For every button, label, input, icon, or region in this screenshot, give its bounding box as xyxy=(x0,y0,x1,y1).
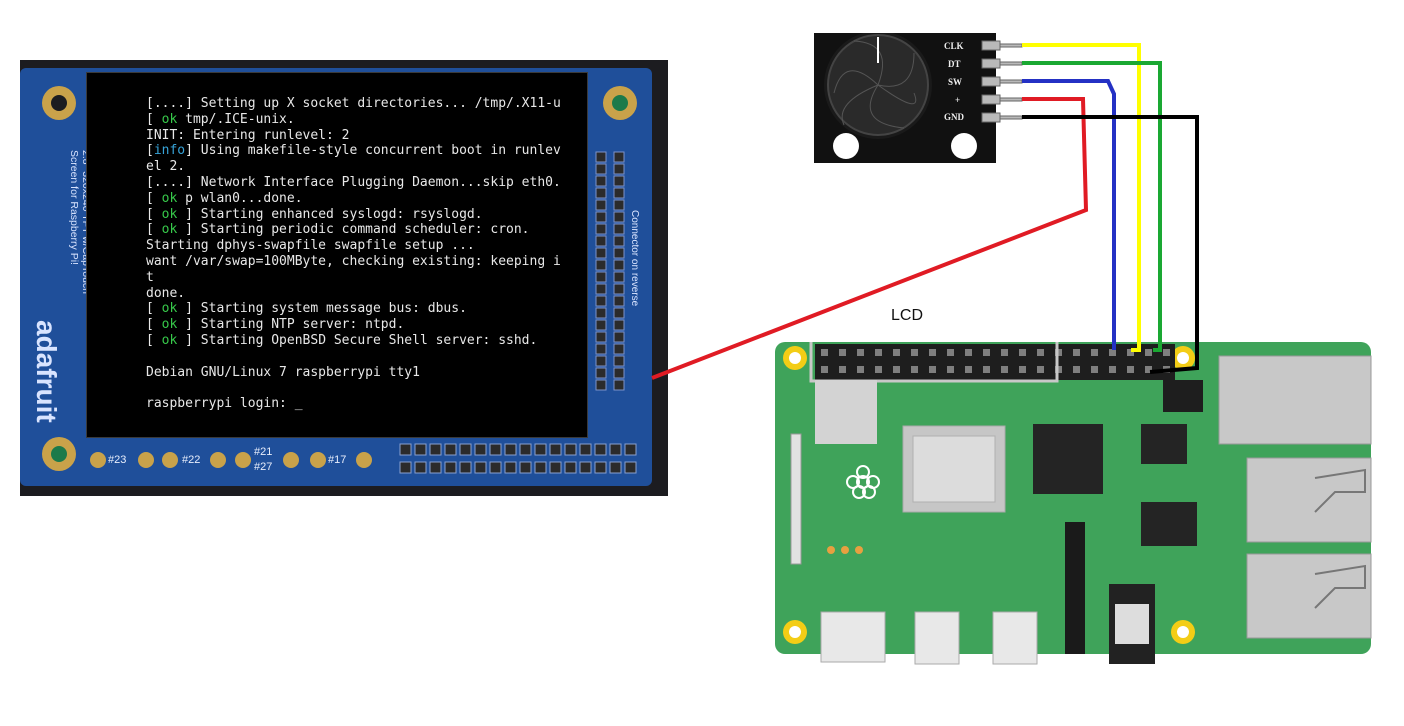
gpio-label-21: #21 xyxy=(254,446,273,458)
console-text: [....] Setting up X socket directories..… xyxy=(146,96,561,111)
encoder-pin-sw-label: SW xyxy=(948,77,963,87)
boot-console-text: [....] Setting up X socket directories..… xyxy=(146,96,586,412)
gpio-pad-21b xyxy=(283,452,299,468)
console-line: el 2. xyxy=(146,159,586,175)
console-text: Debian GNU/Linux 7 raspberrypi tty1 xyxy=(146,364,420,380)
console-text: [ xyxy=(146,317,162,333)
mounting-hole-top-left-inner xyxy=(51,95,67,111)
console-text: t xyxy=(146,269,154,285)
status-ok: ok xyxy=(161,190,178,206)
console-text: tmp/.ICE-unix. xyxy=(177,111,295,127)
console-text: [ xyxy=(146,111,162,127)
console-text: ] Starting OpenBSD Secure Shell server: … xyxy=(177,332,538,348)
console-text: ] Starting enhanced syslogd: rsyslogd. xyxy=(177,206,483,222)
wire-sw-blue xyxy=(1022,79,1116,350)
console-line: Debian GNU/Linux 7 raspberrypi tty1 xyxy=(146,365,586,381)
encoder-pin-gnd-label: GND xyxy=(944,112,964,122)
rotary-encoder-graphic xyxy=(824,33,1023,159)
console-line: [....] Network Interface Plugging Daemon… xyxy=(146,175,586,191)
lcd-header-label: LCD xyxy=(891,307,924,324)
encoder-pin-clk-label: CLK xyxy=(944,41,964,51)
gpio-pad-22b xyxy=(210,452,226,468)
console-line: want /var/swap=100MByte, checking existi… xyxy=(146,254,586,270)
gpio-pad-17b xyxy=(356,452,372,468)
console-text: raspberrypi login: _ xyxy=(146,396,303,412)
gpio-label-17: #17 xyxy=(328,454,347,466)
console-text: [ xyxy=(146,143,154,159)
console-text: want /var/swap=100MByte, checking existi… xyxy=(146,253,561,269)
console-text: p wlan0...done. xyxy=(177,190,303,206)
console-text: [ xyxy=(146,301,162,317)
status-ok: ok xyxy=(161,301,178,317)
console-line: [ ok ] Starting periodic command schedul… xyxy=(146,222,586,238)
console-line: [ ok tmp/.ICE-unix. xyxy=(146,112,586,128)
status-info: info xyxy=(153,143,186,159)
console-line: [....] Setting up X socket directories..… xyxy=(146,96,586,112)
wire-gnd-black xyxy=(1022,115,1199,374)
wire-clk-yellow xyxy=(1022,43,1141,352)
lcd-header-pins xyxy=(595,151,625,391)
console-line: [ ok p wlan0...done. xyxy=(146,191,586,207)
console-line: [ ok ] Starting system message bus: dbus… xyxy=(146,301,586,317)
console-line: Starting dphys-swapfile swapfile setup .… xyxy=(146,238,586,254)
status-ok: ok xyxy=(161,222,178,238)
console-text: ] Starting system message bus: dbus. xyxy=(177,301,467,317)
console-text: INIT: Entering runlevel: 2 xyxy=(146,127,350,143)
console-line: t xyxy=(146,270,586,286)
console-line: raspberrypi login: _ xyxy=(146,396,586,412)
gpio-pad-23b xyxy=(138,452,154,468)
status-ok: ok xyxy=(161,317,178,333)
console-text: [ xyxy=(146,332,162,348)
status-ok: ok xyxy=(161,111,178,127)
console-text: done. xyxy=(146,285,186,301)
status-ok: ok xyxy=(161,206,178,222)
console-line: [ ok ] Starting NTP server: ntpd. xyxy=(146,317,586,333)
console-text: ] Starting NTP server: ntpd. xyxy=(177,317,405,333)
wire-vcc-red xyxy=(651,97,1089,380)
console-line: [ ok ] Starting enhanced syslogd: rsyslo… xyxy=(146,207,586,223)
lcd-bottom-header-pins xyxy=(399,443,637,474)
console-text: Starting dphys-swapfile swapfile setup .… xyxy=(146,238,475,254)
gpio-label-23: #23 xyxy=(108,454,127,466)
console-line: [info] Using makefile-style concurrent b… xyxy=(146,143,586,159)
lcd-screen xyxy=(86,72,588,438)
console-text: ] Using makefile-style concurrent boot i… xyxy=(185,143,561,159)
console-text: [ xyxy=(146,206,162,222)
gpio-label-27: #27 xyxy=(254,461,273,473)
gpio-pad-21 xyxy=(235,452,251,468)
encoder-pin-dt-label: DT xyxy=(948,59,961,69)
console-text: [ xyxy=(146,190,162,206)
console-line: [ ok ] Starting OpenBSD Secure Shell ser… xyxy=(146,333,586,349)
console-line: done. xyxy=(146,286,586,302)
gpio-label-22: #22 xyxy=(182,454,201,466)
gpio-pad-23 xyxy=(90,452,106,468)
wire-dt-green xyxy=(1022,61,1162,352)
console-text: [ xyxy=(146,222,162,238)
encoder-pin-vcc-label: + xyxy=(955,95,961,105)
mounting-hole-bottom-left-inner xyxy=(51,446,67,462)
raspberry-pi-graphic xyxy=(783,342,1372,665)
console-text: el 2. xyxy=(146,159,186,175)
status-ok: ok xyxy=(161,332,178,348)
console-line: INIT: Entering runlevel: 2 xyxy=(146,128,586,144)
gpio-pad-17 xyxy=(310,452,326,468)
console-text: ] Starting periodic command scheduler: c… xyxy=(177,222,530,238)
console-text: [....] Network Interface Plugging Daemon… xyxy=(146,174,561,190)
gpio-pad-22 xyxy=(162,452,178,468)
mounting-hole-top-right-inner xyxy=(612,95,628,111)
